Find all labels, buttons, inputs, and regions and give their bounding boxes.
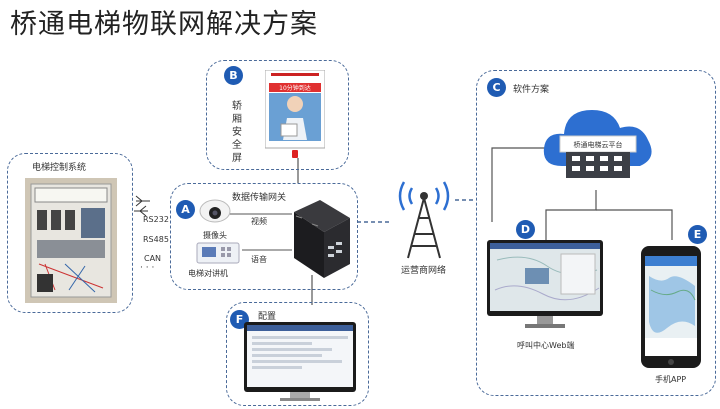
gateway-device-icon	[294, 200, 350, 278]
video-label: 视频	[251, 217, 267, 226]
section-c-box	[476, 70, 716, 396]
section-a-box	[170, 183, 358, 290]
badge-b: B	[224, 66, 243, 85]
protocol-rs232: RS232	[143, 215, 169, 224]
cloud-platform-label: 桥通电梯云平台	[574, 140, 623, 149]
page-title: 桥通电梯物联网解决方案	[10, 9, 318, 40]
tower-icon	[398, 181, 450, 259]
line-cloud-web	[545, 190, 597, 240]
camera-label: 摄像头	[203, 231, 227, 240]
protocol-ellipsis: · · ·	[140, 263, 155, 273]
web-client-label: 呼叫中心Web端	[517, 341, 575, 350]
mobile-app-label: 手机APP	[655, 375, 687, 384]
network-label: 运营商网络	[401, 266, 447, 276]
voice-label: 语音	[251, 255, 267, 264]
web-monitor-image	[487, 240, 603, 328]
badge-c: C	[487, 78, 506, 97]
cabin-screen-label: 轿厢安全屏	[232, 101, 242, 164]
line-to-cloud	[491, 147, 553, 222]
cloud-platform-icon: 桥通电梯云平台	[543, 110, 652, 178]
cabin-screen-image: 10分钟到达	[265, 70, 325, 158]
protocol-can: CAN	[144, 254, 162, 263]
badge-e: E	[688, 225, 707, 244]
poster-headline: 10分钟到达	[279, 84, 311, 92]
elevator-control-box	[7, 153, 133, 313]
protocol-rs485: RS485	[143, 235, 169, 244]
intercom-label: 电梯对讲机	[188, 269, 228, 278]
config-title: 配置	[258, 312, 277, 322]
config-monitor-image	[244, 322, 356, 401]
section-b-box	[206, 60, 349, 170]
badge-d: D	[516, 220, 535, 239]
section-f-box	[226, 302, 369, 406]
control-cabinet-image	[25, 178, 117, 303]
intercom-icon	[196, 242, 240, 264]
badge-a: A	[176, 200, 195, 219]
mobile-phone-image	[641, 246, 701, 368]
gateway-title: 数据传输网关	[232, 193, 287, 203]
line-cloud-app	[596, 209, 673, 240]
camera-icon	[199, 199, 231, 223]
elevator-control-title: 电梯控制系统	[32, 163, 87, 173]
software-title: 软件方案	[513, 85, 550, 95]
